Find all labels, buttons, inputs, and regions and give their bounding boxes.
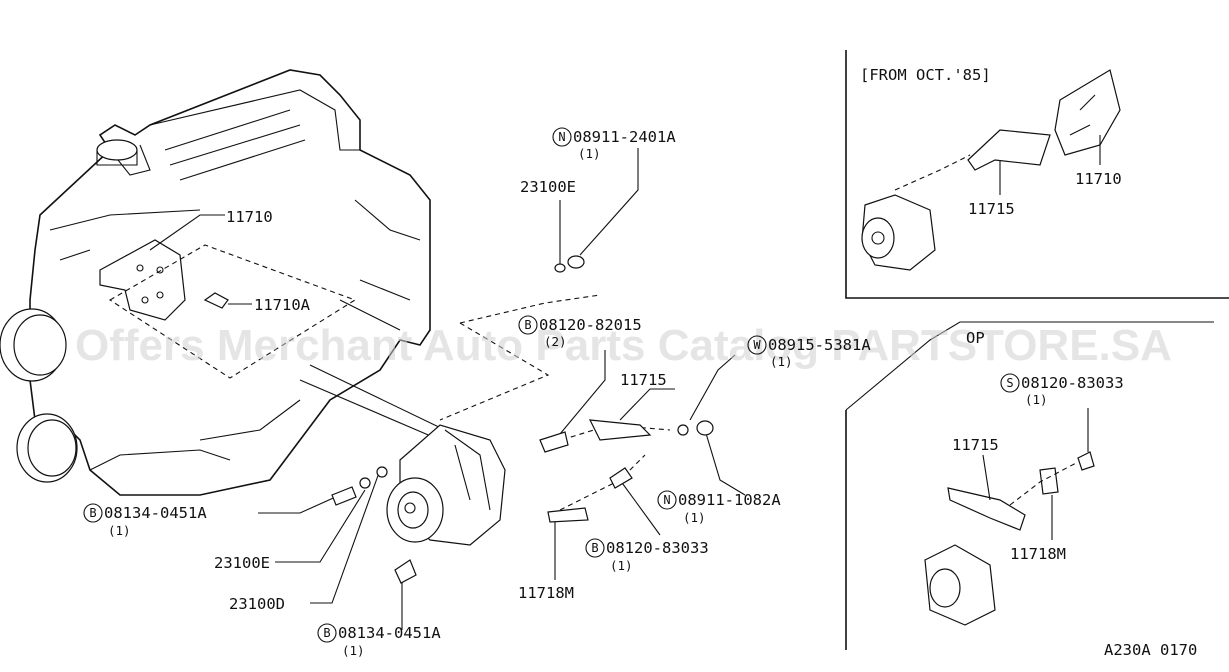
label-stay: 11715: [620, 371, 667, 389]
callout-nut-lower: N 08911-1082A (1): [657, 490, 781, 525]
symbol-nut-lower: N: [663, 493, 670, 507]
hardware: [331, 255, 714, 584]
label-inset-bracket: 11710: [1075, 170, 1122, 188]
callout-washer-right: W 08915-5381A (1): [747, 335, 871, 369]
label-washer-left: 23100E: [214, 554, 270, 572]
qty-inset-bolt: (1): [1025, 392, 1048, 407]
callout-nut-top: N 08911-2401A (1): [552, 127, 676, 161]
label-nut-lower: 08911-1082A: [678, 491, 781, 509]
label-bolt-left: 08134-0451A: [104, 504, 207, 522]
label-bolt-bottom: 08134-0451A: [338, 624, 441, 642]
watermark: Offers Merchant Auto Parts Catalog PARTS…: [75, 321, 1172, 370]
symbol-bolt-left: B: [89, 506, 96, 520]
figure-code: A230A 0170: [1104, 641, 1197, 659]
engine-block: [0, 69, 431, 496]
callout-inset-bolt: S 08120-83033 (1): [1000, 373, 1124, 407]
qty-nut-lower: (1): [683, 510, 706, 525]
leader-lines: [149, 148, 746, 630]
callout-bolt-bottom: B 08134-0451A (1): [317, 623, 441, 658]
label-washer-right: 08915-5381A: [768, 336, 871, 354]
label-bolt-bracket: 11710A: [254, 296, 311, 314]
symbol-washer: W: [753, 338, 761, 352]
qty-bolt-upper: (2): [544, 334, 567, 349]
label-washer-d: 23100D: [229, 595, 285, 613]
symbol-bolt-bottom: B: [323, 626, 330, 640]
qty-washer-right: (1): [770, 354, 793, 369]
qty-bolt-adjust: (1): [610, 558, 633, 573]
label-adjust-bar: 11718M: [518, 584, 574, 602]
alternator-main: [386, 424, 506, 546]
label-inset-bolt: 08120-83033: [1021, 374, 1124, 392]
inset-top: [845, 50, 1229, 299]
inset-bottom-title: OP: [966, 329, 985, 347]
qty-bolt-left: (1): [108, 523, 131, 538]
callout-bolt-upper: B 08120-82015 (2): [518, 315, 642, 349]
symbol-nut: N: [558, 130, 565, 144]
label-bolt-adjust: 08120-83033: [606, 539, 709, 557]
label-inset-bottom-stay: 11715: [952, 436, 999, 454]
label-washer-top: 23100E: [520, 178, 576, 196]
callout-bolt-left: B 08134-0451A (1): [83, 503, 207, 538]
label-inset-adjust-bar: 11718M: [1010, 545, 1066, 563]
qty-nut-top: (1): [578, 146, 601, 161]
qty-bolt-bottom: (1): [342, 643, 365, 658]
symbol-inset-bolt: S: [1006, 376, 1013, 390]
callout-bolt-adjust: B 08120-83033 (1): [585, 538, 709, 573]
label-nut-top: 08911-2401A: [573, 128, 676, 146]
label-inset-stay: 11715: [968, 200, 1015, 218]
engine-mount-bracket: [99, 239, 357, 379]
label-bolt-upper: 08120-82015: [539, 316, 642, 334]
label-bracket: 11710: [226, 208, 273, 226]
inset-bottom: [845, 321, 1214, 650]
symbol-bolt-adjust: B: [591, 541, 598, 555]
inset-top-title: [FROM OCT.'85]: [860, 66, 991, 84]
symbol-bolt: B: [524, 318, 531, 332]
